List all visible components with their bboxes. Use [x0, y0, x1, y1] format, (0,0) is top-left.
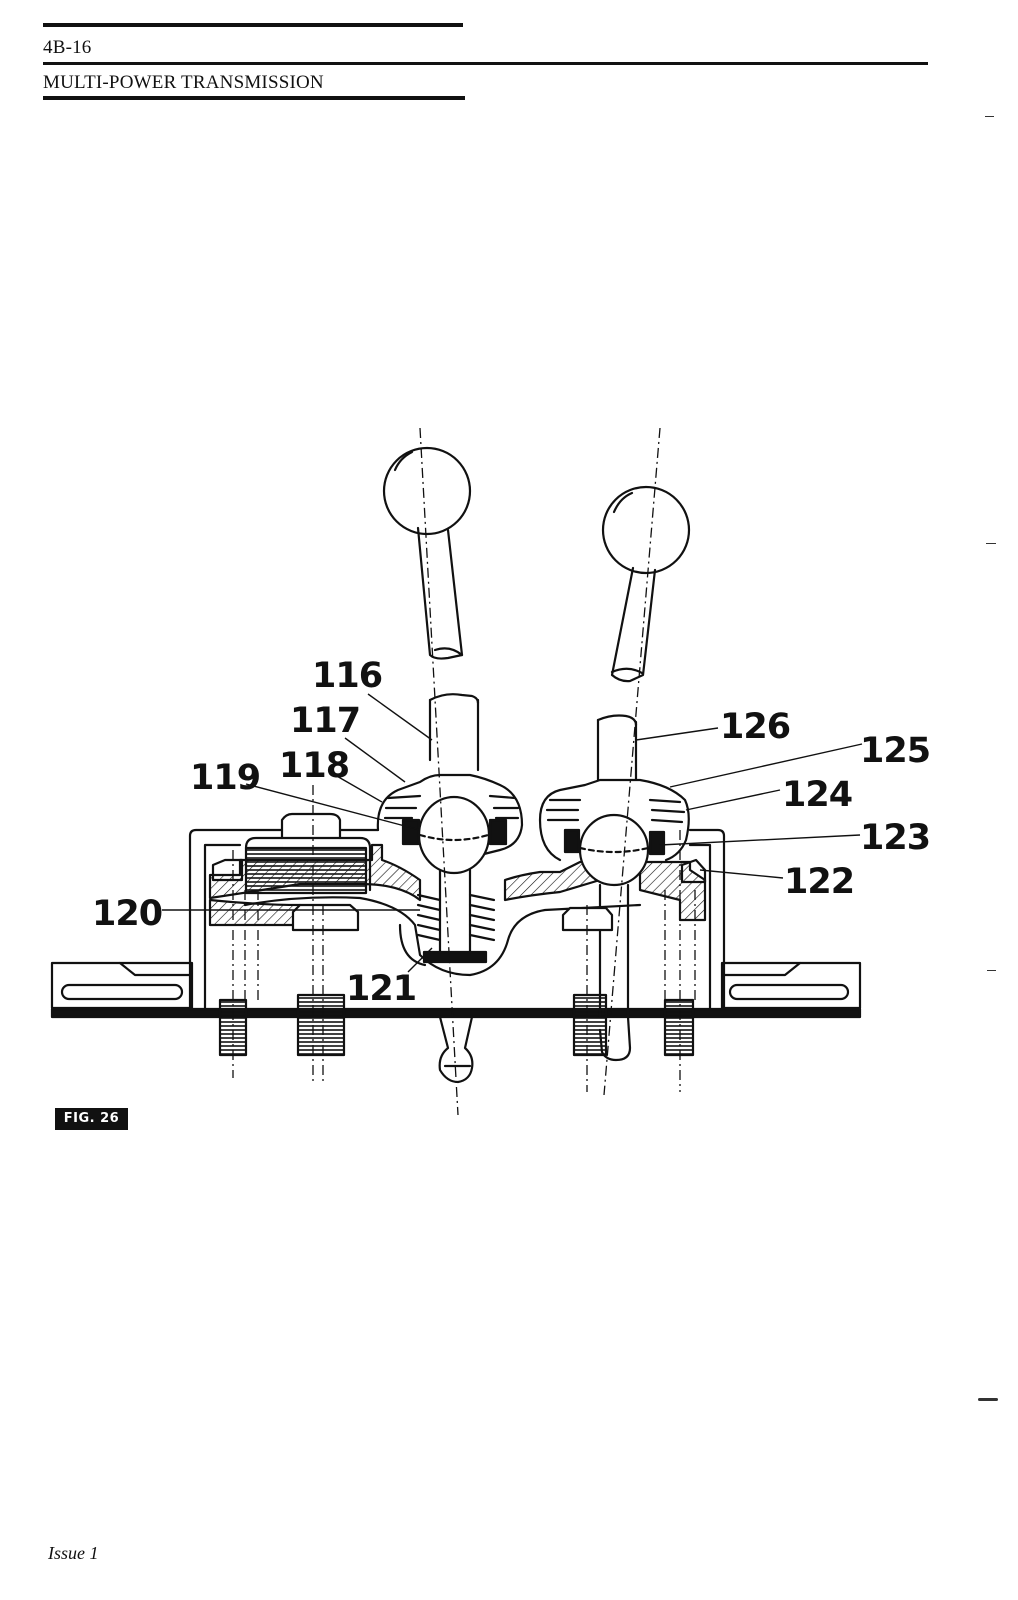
callout-116: 116	[312, 656, 382, 696]
header-full-rule	[43, 62, 928, 65]
figure-label: FIG. 26	[55, 1108, 128, 1130]
edge-mark	[986, 543, 996, 544]
edge-mark	[987, 970, 996, 971]
callout-120: 120	[92, 894, 162, 934]
callout-126: 126	[720, 707, 790, 747]
callout-122: 122	[784, 862, 854, 902]
issue-label: Issue 1	[48, 1543, 99, 1563]
callout-121: 121	[346, 969, 416, 1009]
page-number: 4B-16	[43, 37, 92, 58]
callout-124: 124	[782, 775, 852, 815]
callout-123: 123	[860, 818, 930, 858]
edge-mark	[985, 116, 994, 117]
edge-mark	[978, 1398, 998, 1401]
header-bottom-rule	[43, 96, 465, 100]
header-top-rule	[43, 23, 463, 27]
callout-125: 125	[860, 731, 930, 771]
callout-117: 117	[290, 701, 360, 741]
callout-118: 118	[279, 746, 349, 786]
section-title: MULTI-POWER TRANSMISSION	[43, 72, 324, 93]
callout-119: 119	[190, 758, 260, 798]
